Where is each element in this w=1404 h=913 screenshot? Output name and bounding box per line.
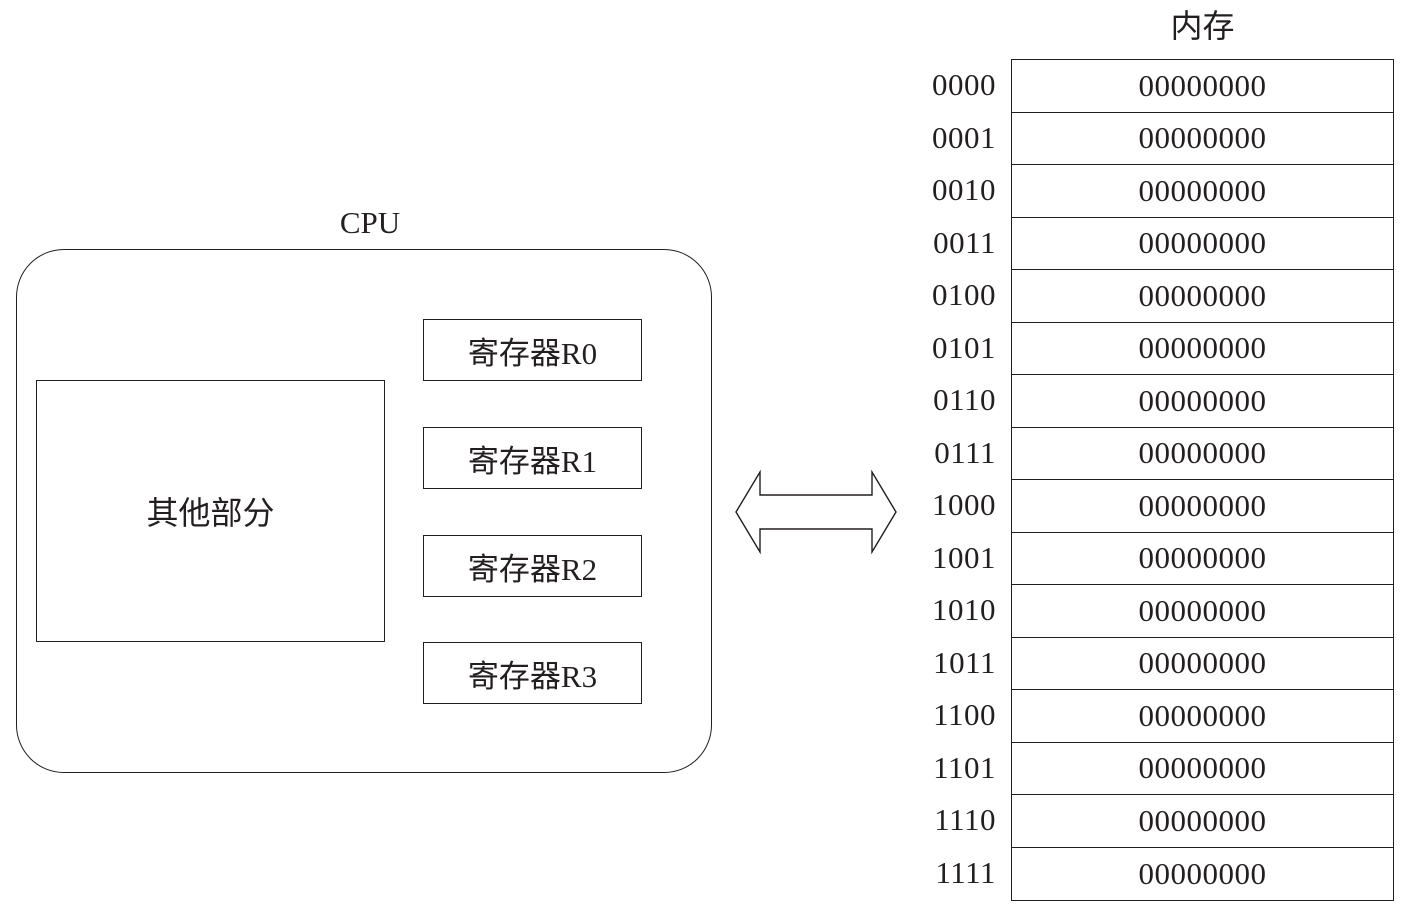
memory-cell: 00000000 xyxy=(1012,323,1393,375)
memory-cell: 00000000 xyxy=(1012,375,1393,428)
register-label: 寄存器R2 xyxy=(467,551,598,587)
memory-cell: 00000000 xyxy=(1012,480,1393,533)
memory-address: 0110 xyxy=(933,382,996,418)
memory-cell: 00000000 xyxy=(1012,638,1393,690)
other-parts-label: 其他部分 xyxy=(146,495,275,531)
memory-cell: 00000000 xyxy=(1012,165,1393,218)
memory-cell: 00000000 xyxy=(1012,270,1393,323)
memory-cell: 00000000 xyxy=(1012,428,1393,480)
memory-address: 1111 xyxy=(935,854,996,890)
register-r0: 寄存器R0 xyxy=(423,319,642,381)
register-label: 寄存器R1 xyxy=(467,443,598,479)
memory-address: 1101 xyxy=(933,749,996,785)
memory-address: 0011 xyxy=(933,224,996,260)
memory-address: 1001 xyxy=(932,539,996,575)
memory-address: 0111 xyxy=(934,434,996,470)
memory-address: 0001 xyxy=(932,119,996,155)
other-parts-box: 其他部分 xyxy=(36,380,385,642)
register-label: 寄存器R0 xyxy=(467,335,598,371)
memory-address: 1000 xyxy=(932,487,996,523)
memory-cell: 00000000 xyxy=(1012,795,1393,848)
memory-cell: 00000000 xyxy=(1012,743,1393,795)
register-r2: 寄存器R2 xyxy=(423,535,642,597)
memory-address: 0101 xyxy=(932,329,996,365)
memory-cell: 00000000 xyxy=(1012,533,1393,585)
register-r1: 寄存器R1 xyxy=(423,427,642,489)
bidirectional-arrow-icon xyxy=(735,470,897,554)
memory-address: 1110 xyxy=(934,802,996,838)
memory-cell: 00000000 xyxy=(1012,690,1393,743)
memory-cell: 00000000 xyxy=(1012,113,1393,165)
memory-address: 1100 xyxy=(933,697,996,733)
memory-cell: 00000000 xyxy=(1138,855,1267,891)
memory-address: 1011 xyxy=(933,644,996,680)
memory-address: 0010 xyxy=(932,172,996,208)
cpu-title: CPU xyxy=(339,205,401,240)
memory-address: 0000 xyxy=(932,67,996,103)
memory-address-column: 0000 0001 0010 0011 0100 0101 0110 0111 1000 1001… xyxy=(916,59,1008,899)
memory-address: 0100 xyxy=(932,277,996,313)
register-r3: 寄存器R3 xyxy=(423,642,642,704)
memory-cell: 00000000 xyxy=(1012,585,1393,638)
memory-address: 1010 xyxy=(932,592,996,628)
memory-cell: 00000000 xyxy=(1012,218,1393,270)
cpu-box xyxy=(16,249,712,773)
memory-title: 内存 xyxy=(1170,8,1235,44)
register-label: 寄存器R3 xyxy=(467,658,598,694)
memory-cell: 00000000 xyxy=(1012,60,1393,113)
